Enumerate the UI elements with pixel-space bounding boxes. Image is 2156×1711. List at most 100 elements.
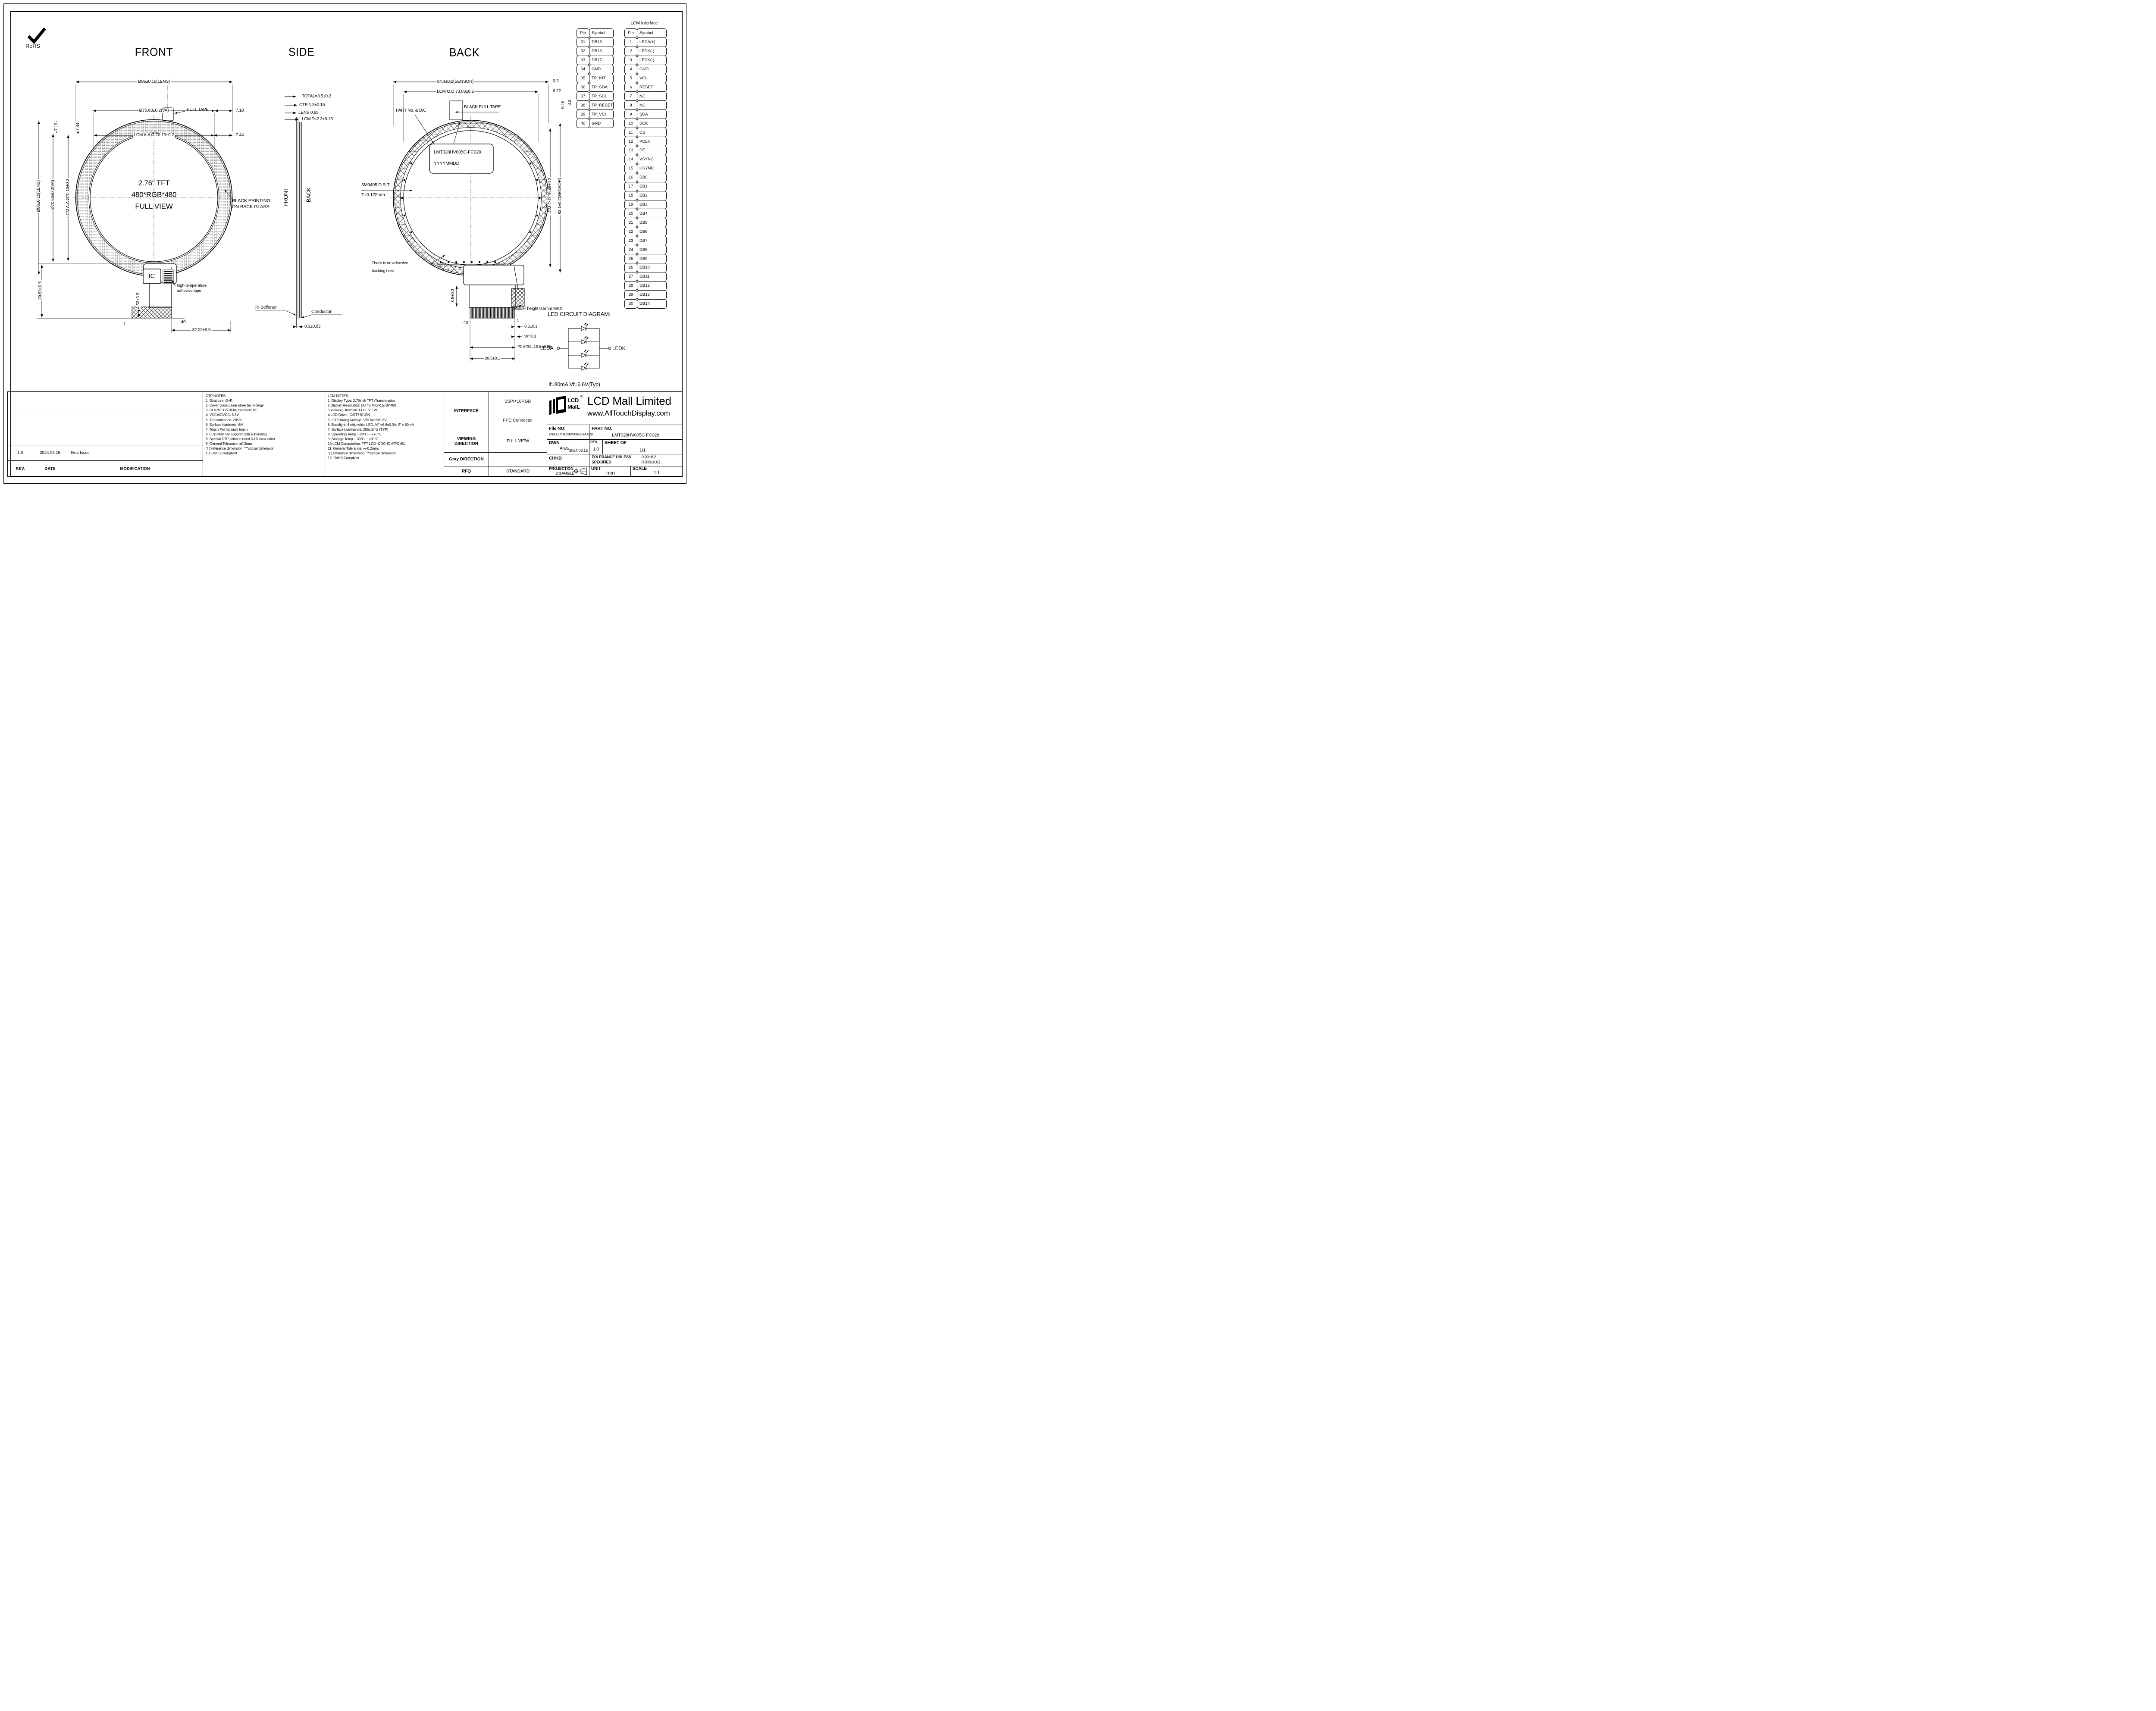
revision-empty-cell — [67, 415, 203, 445]
projection-value: 3rd ANGLE — [555, 471, 574, 475]
back-dim-205: 20.5±0.1 — [484, 356, 501, 361]
rohs-check-icon — [27, 27, 46, 44]
pin-symbol: DB0 — [637, 172, 667, 182]
side-front-label: FRONT — [282, 188, 289, 206]
logo-text-mall: MaIL — [567, 404, 580, 410]
pin-number: 32 — [577, 46, 589, 56]
unit-label: UNIT — [591, 466, 601, 471]
pin-symbol: CS — [637, 128, 667, 138]
interface-row-label: INTERFACE — [444, 391, 489, 430]
adhesive-3m-label-line1: 3M9495 D.S.T — [361, 182, 390, 188]
black-printing-note-line2: ON BACK GLASS — [232, 204, 270, 210]
side-view-drawing — [255, 95, 342, 328]
pin-symbol: SDA — [637, 109, 667, 119]
front-pin1-label: 1 — [123, 321, 126, 326]
pin-symbol: VCI — [637, 73, 667, 83]
pin-number: 18 — [624, 191, 637, 200]
pin-number: 13 — [624, 145, 637, 155]
viewing-direction-label: VIEWING DIRECTION — [444, 430, 489, 453]
pin-symbol: DB12 — [637, 281, 667, 291]
pin-number: 33 — [577, 55, 589, 65]
back-connector-fingers — [470, 307, 515, 319]
front-ic-label: IC — [148, 272, 155, 280]
note-line: 10. RoHS Compliant — [206, 451, 237, 456]
pin-symbol: GND — [589, 119, 614, 128]
pin-symbol: DB5 — [637, 218, 667, 228]
pin-number: 30 — [624, 299, 637, 309]
pin-symbol: DB7 — [637, 236, 667, 246]
revision-empty-cell — [7, 391, 33, 415]
logo-text-lcd: LCD — [567, 397, 579, 404]
note-line: 6. Surface hardness: 6H — [206, 422, 243, 427]
pin-symbol: DB11 — [637, 272, 667, 282]
pin-number: 12 — [624, 137, 637, 146]
lcm-notes-cell: LCM NOTES: 1. Display Type: 2.76inch TFT… — [325, 391, 444, 477]
ledk-label: LEDK — [612, 345, 626, 351]
third-angle-projection-icon — [573, 467, 587, 475]
note-line: 8. Operating Temp.: -20°C ~ +70°C — [328, 432, 382, 436]
symbol-col-header: Symbol — [637, 28, 667, 38]
viewing-direction-value: FULL VIEW — [489, 430, 547, 453]
front-dim-va: Ø70.63±0.2(VA) — [138, 108, 170, 113]
back-view-drawing — [361, 81, 561, 361]
pin-number: 40 — [577, 119, 589, 128]
pin-symbol: TP_RESET — [589, 100, 614, 110]
front-dim-3202: 32.02±0.5 — [191, 327, 212, 333]
sheet-value: 1/1 — [639, 447, 646, 453]
note-line: 3. COF/IC: CST830; Interface: IIC — [206, 408, 257, 413]
front-dim-744-vertical: 7.44 — [75, 122, 81, 132]
ctp-notes-title: CTP NOTES: — [206, 394, 227, 398]
pin-symbol: DE — [637, 145, 667, 155]
back-dim-w03: W=0.3 — [524, 334, 536, 339]
revision-empty-cell — [33, 415, 67, 445]
front-mini-connector — [163, 269, 174, 284]
pin-symbol: TP_SDA — [589, 82, 614, 92]
pin-symbol: LEDK(-) — [637, 55, 667, 65]
note-line: 3.Viewing Direction: FULL VIEW — [328, 408, 377, 413]
note-line: 2. Cover glass:Laser silver technology — [206, 403, 264, 408]
pin-symbol: TP_INT — [589, 73, 614, 83]
unit-value: mm — [606, 470, 615, 476]
pin-symbol: DB16 — [589, 46, 614, 56]
back-pin40-label: 40 — [463, 320, 468, 325]
scale-value: 1:1 — [654, 470, 660, 475]
pin-symbol: DB13 — [637, 290, 667, 300]
note-line: 5.LCD Driving Voltage: VDD=2.8±0.3V — [328, 417, 387, 422]
pin-symbol: VSYNC — [637, 154, 667, 164]
front-conn-pin7-label: 7 — [160, 281, 162, 284]
conductor-label: Conductor — [311, 309, 332, 314]
pin-symbol: DB17 — [589, 55, 614, 65]
note-line: 7. Touch Points: multi touch — [206, 427, 248, 432]
revision-date-header: DATE — [33, 460, 67, 477]
solder-height-label: Solder height 0.5mm MAX — [514, 307, 563, 311]
front-fpc-tail — [149, 282, 172, 308]
back-dim-619-vertical: 6.19 — [560, 100, 566, 110]
back-dim-35-vertical: 3.5±0.3 — [450, 288, 456, 303]
front-dim-2988: 29.88±0.5 — [38, 280, 43, 301]
back-view-title: BACK — [449, 46, 480, 59]
lcm-notes-title: LCM NOTES: — [328, 394, 349, 398]
pin-number: 1 — [624, 37, 637, 47]
pin-col-header: Pin — [624, 28, 637, 38]
led-caption: If=80mA,Vf=6.6V(Typ) — [548, 382, 600, 388]
pin-number: 27 — [624, 272, 637, 282]
pin-number: 34 — [577, 64, 589, 74]
gray-direction-label: Gray DIRECTION — [444, 452, 489, 466]
front-dim-lens: Ø85±0.15(LENS) — [137, 79, 171, 84]
note-line: 4. VCC=IOVCC: 3.3V — [206, 413, 239, 417]
front-pin40-label: 40 — [181, 319, 186, 325]
file-no-value: DWG:LMT028HV005C-FC029 — [549, 432, 593, 436]
pin-header-row: Pin Symbol — [624, 28, 667, 38]
